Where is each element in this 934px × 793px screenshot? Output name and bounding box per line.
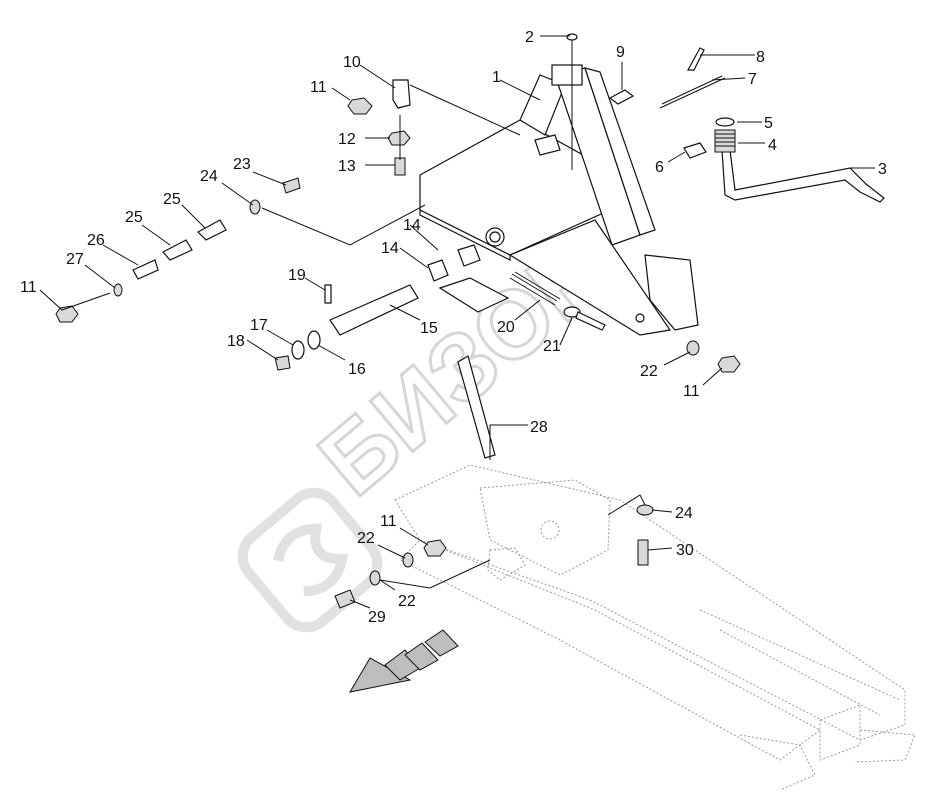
nut-part-11-top bbox=[347, 97, 373, 115]
label-22-lower-b: 22 bbox=[398, 593, 416, 610]
label-23: 23 bbox=[233, 156, 251, 173]
nut-part-11-lower bbox=[423, 539, 447, 557]
pin-part-8 bbox=[686, 47, 705, 71]
washer-part-24-left bbox=[249, 199, 261, 215]
bushing-part-14-b bbox=[457, 244, 481, 267]
plate-part-25-b bbox=[162, 239, 193, 261]
label-15: 15 bbox=[420, 320, 438, 337]
label-7: 7 bbox=[748, 71, 757, 88]
label-24-right: 24 bbox=[675, 505, 693, 522]
pin-part-19 bbox=[324, 284, 332, 304]
label-6: 6 bbox=[655, 159, 664, 176]
ring-part-17 bbox=[291, 340, 305, 360]
bolt-part-23 bbox=[282, 177, 301, 194]
eyebolt-part-21 bbox=[563, 306, 606, 331]
bolt-part-13 bbox=[394, 157, 406, 176]
plate-part-20 bbox=[438, 277, 510, 313]
bushing-part-14-a bbox=[427, 259, 449, 282]
washer-part-22-lower-b bbox=[369, 570, 381, 586]
direction-arrow-icon bbox=[349, 629, 459, 693]
plate-part-26 bbox=[132, 259, 159, 280]
label-3: 3 bbox=[878, 161, 887, 178]
label-25-b: 25 bbox=[125, 209, 143, 226]
washer-part-24-lower bbox=[636, 504, 654, 516]
label-18: 18 bbox=[227, 333, 245, 350]
label-10: 10 bbox=[343, 54, 361, 71]
spring-part-4 bbox=[714, 129, 736, 153]
rod-part-3 bbox=[721, 149, 885, 203]
label-11-lower: 11 bbox=[380, 513, 397, 530]
chassis-outline bbox=[394, 464, 916, 791]
label-25: 25 bbox=[163, 191, 181, 208]
ring-part-16 bbox=[307, 330, 321, 350]
label-30: 30 bbox=[676, 542, 694, 559]
label-9: 9 bbox=[616, 44, 625, 61]
label-13: 13 bbox=[338, 158, 356, 175]
label-11-top: 11 bbox=[310, 79, 327, 96]
washer-part-22-right bbox=[686, 340, 700, 356]
leader-lines bbox=[39, 35, 875, 609]
bracket-part-10 bbox=[392, 79, 411, 109]
wire-part-7 bbox=[659, 75, 726, 109]
washer-part-22-lower-a bbox=[402, 552, 414, 568]
label-26: 26 bbox=[87, 232, 105, 249]
label-20: 20 bbox=[497, 319, 515, 336]
shaft-part-15 bbox=[329, 284, 419, 336]
label-29: 29 bbox=[368, 609, 386, 626]
nipple-part-18 bbox=[274, 355, 291, 371]
main-frame bbox=[419, 64, 699, 336]
washer-part-5 bbox=[715, 117, 735, 127]
label-12: 12 bbox=[338, 131, 356, 148]
bolt-part-9 bbox=[608, 89, 635, 105]
label-14-a: 14 bbox=[403, 217, 421, 234]
label-28: 28 bbox=[530, 419, 548, 436]
bar-part-28 bbox=[457, 355, 496, 459]
washer-part-27 bbox=[113, 283, 123, 297]
label-8: 8 bbox=[756, 49, 765, 66]
label-22-lower-a: 22 bbox=[357, 530, 375, 547]
label-4: 4 bbox=[768, 137, 777, 154]
label-21: 21 bbox=[543, 338, 561, 355]
label-11-left: 11 bbox=[20, 279, 37, 296]
plate-part-25-a bbox=[197, 219, 227, 241]
label-14-b: 14 bbox=[381, 240, 399, 257]
label-24-left: 24 bbox=[200, 168, 218, 185]
label-19: 19 bbox=[288, 267, 306, 284]
bolt-part-30 bbox=[637, 539, 649, 566]
label-5: 5 bbox=[764, 115, 773, 132]
label-22-right: 22 bbox=[640, 363, 658, 380]
pin-part-6 bbox=[683, 142, 707, 159]
nut-part-11-right bbox=[717, 355, 741, 373]
label-2: 2 bbox=[525, 29, 534, 46]
label-17: 17 bbox=[250, 317, 268, 334]
label-1: 1 bbox=[492, 69, 501, 86]
nut-part-12 bbox=[387, 130, 411, 146]
label-16: 16 bbox=[348, 361, 366, 378]
label-11-right: 11 bbox=[683, 383, 700, 400]
spring-part-20 bbox=[509, 271, 561, 306]
label-27: 27 bbox=[66, 251, 84, 268]
callout-labels: 1 2 3 4 5 6 7 8 9 10 11 12 13 14 14 15 1… bbox=[20, 29, 887, 626]
